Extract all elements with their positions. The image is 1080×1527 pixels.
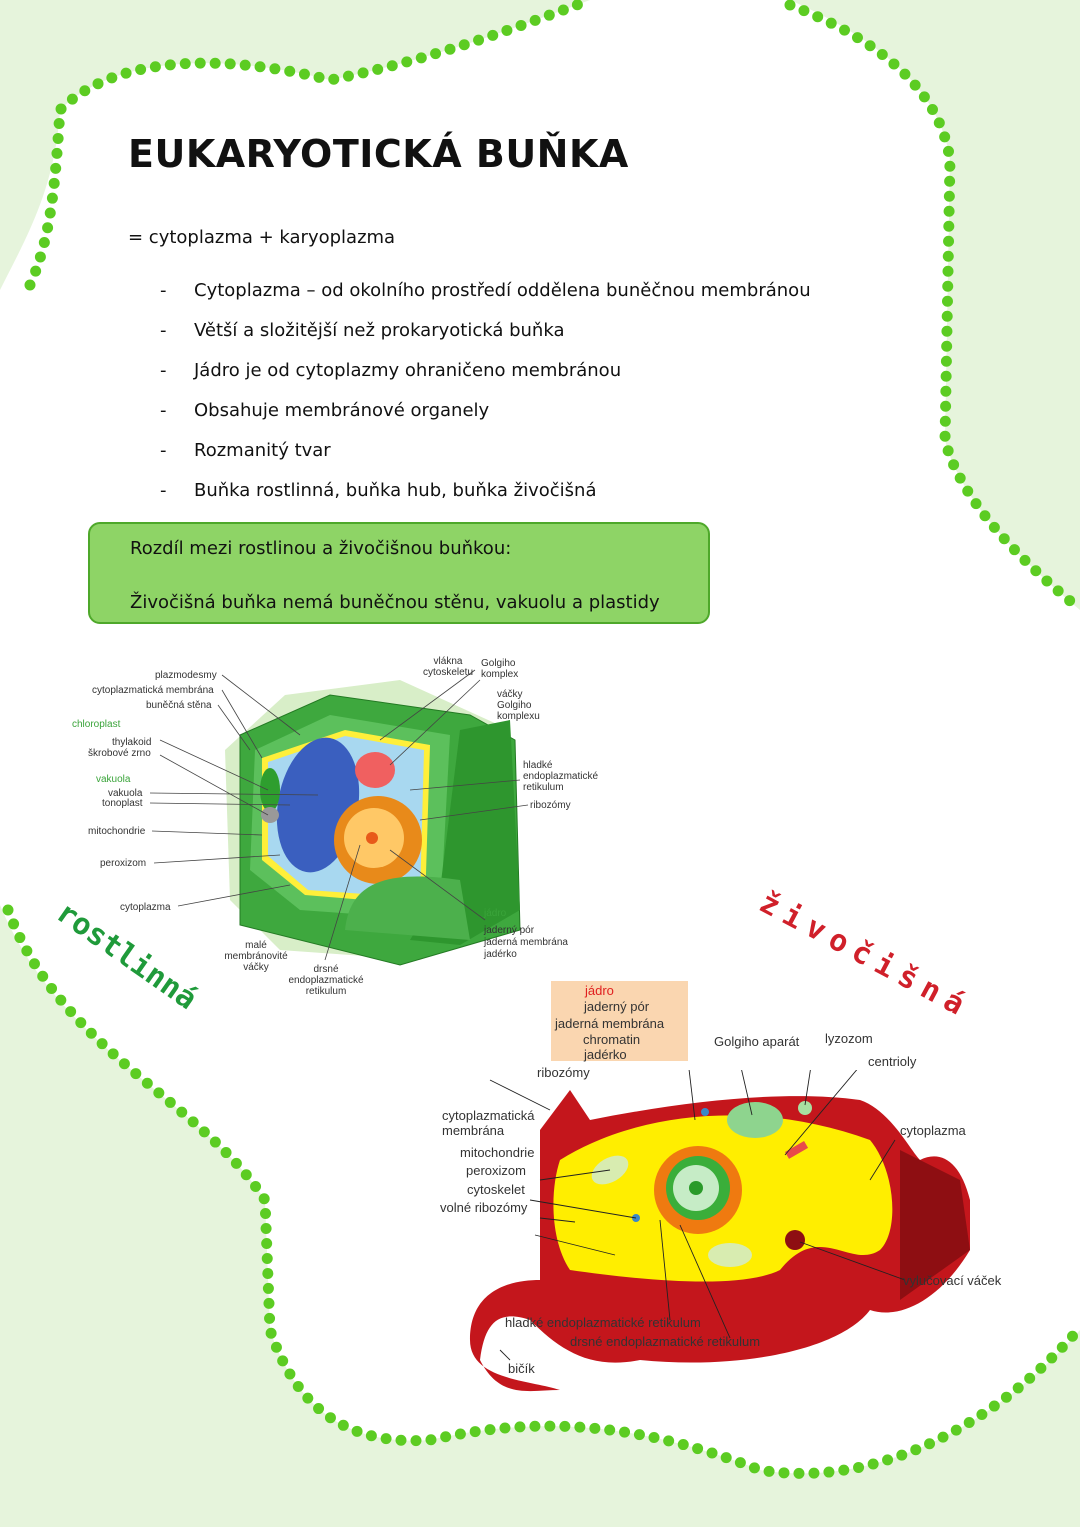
plant-label-jaderna-membrana: jaderná membrána <box>484 937 568 948</box>
animal-label-mitochondrie: mitochondrie <box>460 1145 535 1160</box>
animal-label-peroxizom: peroxizom <box>466 1163 526 1178</box>
plant-label-cyto-membrana: cytoplazmatická membrána <box>92 685 214 696</box>
plant-label-jadro: jádro <box>484 908 507 919</box>
bullet-text: Buňka rostlinná, buňka hub, buňka živoči… <box>194 480 597 501</box>
animal-label-hladke-er: hladké endoplazmatické retikulum <box>505 1315 701 1330</box>
list-item: - Rozmanitý tvar <box>160 440 811 480</box>
difference-box: Rozdíl mezi rostlinou a živočišnou buňko… <box>88 522 710 624</box>
plant-label-plazmodesmy: plazmodesmy <box>155 670 217 681</box>
animal-label-jaderna-membrana: jaderná membrána <box>555 1016 665 1031</box>
plant-label-chloroplast: chloroplast <box>72 719 121 730</box>
animal-label-bicik: bičík <box>508 1361 535 1376</box>
plant-label-peroxizom: peroxizom <box>100 858 147 869</box>
plant-label-hladke-er: hladké endoplazmatické retikulum <box>523 760 599 793</box>
bullet-marker: - <box>160 480 167 501</box>
animal-label-cytoskelet: cytoskelet <box>467 1182 525 1197</box>
plant-label-cytoplazma: cytoplazma <box>120 902 171 913</box>
animal-cell-diagram <box>470 1070 970 1392</box>
bullet-text: Větší a složitější než prokaryotická buň… <box>194 320 565 341</box>
page-title: EUKARYOTICKÁ BUŇKA <box>128 132 629 176</box>
animal-label-lyzozom: lyzozom <box>825 1031 873 1046</box>
difference-text: Živočišná buňka nemá buněčnou stěnu, vak… <box>130 592 660 613</box>
bullet-text: Obsahuje membránové organely <box>194 400 490 421</box>
animal-label-vylucovaci-vacek: vylučovací váček <box>903 1273 1002 1288</box>
plant-label-vlakna: vlákna cytoskeletu <box>422 656 474 678</box>
list-item: - Obsahuje membránové organely <box>160 400 811 440</box>
nucleus-label-box <box>551 981 688 1061</box>
list-item: - Cytoplazma – od okolního prostředí oddě… <box>160 280 811 320</box>
list-item: - Jádro je od cytoplazmy ohraničeno membr… <box>160 360 811 400</box>
animal-label-chromatin: chromatin <box>583 1032 641 1047</box>
difference-heading: Rozdíl mezi rostlinou a živočišnou buňko… <box>130 538 512 559</box>
plant-label-skrob: škrobové zrno <box>88 748 151 759</box>
animal-label-jaderny-por: jaderný pór <box>584 999 650 1014</box>
list-item: - Větší a složitější než prokaryotická bu… <box>160 320 811 360</box>
animal-label-cytoplazma: cytoplazma <box>900 1123 966 1138</box>
bullet-text: Rozmanitý tvar <box>194 440 331 461</box>
plant-label-thylakoid: thylakoid <box>112 737 152 748</box>
animal-label-cyto-membrana: cytoplazmatická membrána <box>442 1108 535 1138</box>
bullet-marker: - <box>160 360 167 381</box>
plant-label-golgi: Golgiho komplex <box>481 658 519 680</box>
bullet-marker: - <box>160 440 167 461</box>
plant-label-jaderny-por: jaderný pór <box>484 925 535 936</box>
animal-label-jadro: jádro <box>585 983 614 998</box>
bullet-marker: - <box>160 400 167 421</box>
bullet-list: - Cytoplazma – od okolního prostředí oddě… <box>160 280 811 520</box>
formula: = cytoplazma + karyoplazma <box>128 227 396 248</box>
plant-label-jaderko: jadérko <box>484 949 517 960</box>
animal-label-volne-ribozomy: volné ribozómy <box>440 1200 528 1215</box>
plant-label-mitochondrie: mitochondrie <box>88 826 146 837</box>
animal-label-ribozomy: ribozómy <box>537 1065 590 1080</box>
plant-label-vacky-golgi: váčky Golgiho komplexu <box>497 689 540 722</box>
bullet-marker: - <box>160 320 167 341</box>
plant-label-male-vacky: malé membránovité váčky <box>224 940 288 973</box>
animal-label-centrioly: centrioly <box>868 1054 917 1069</box>
bullet-marker: - <box>160 280 167 301</box>
plant-label-vakuola: vakuola <box>108 788 143 799</box>
bullet-text: Cytoplazma – od okolního prostředí odděl… <box>194 280 811 301</box>
animal-label-drsne-er: drsné endoplazmatické retikulum <box>570 1334 761 1349</box>
plant-cell-diagram <box>149 669 529 966</box>
plant-label-stena: buněčná stěna <box>146 700 212 711</box>
plant-label-drsne-er: drsné endoplazmatické retikulum <box>288 964 364 997</box>
animal-label-golgi: Golgiho aparát <box>714 1034 800 1049</box>
plant-label-tonoplast: tonoplast <box>102 798 143 809</box>
plant-label-vakuola-group: vakuola <box>96 774 131 785</box>
plant-label-ribozomy: ribozómy <box>530 800 571 811</box>
list-item: - Buňka rostlinná, buňka hub, buňka živoč… <box>160 480 811 520</box>
bullet-text: Jádro je od cytoplazmy ohraničeno membrá… <box>194 360 622 381</box>
animal-label-jaderko: jadérko <box>584 1047 627 1062</box>
